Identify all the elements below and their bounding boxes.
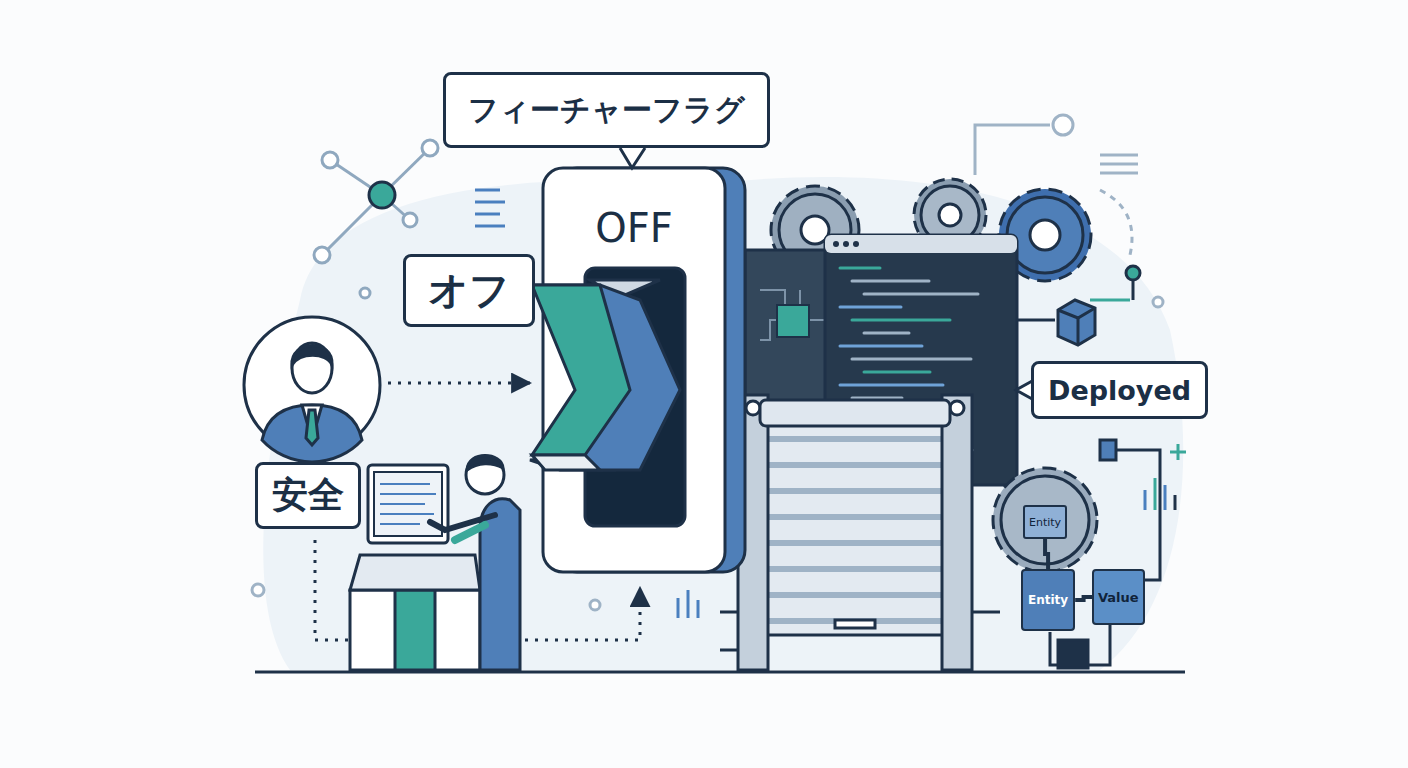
label-box: Entity	[1023, 505, 1067, 539]
code-line	[852, 319, 950, 322]
pipes	[993, 440, 1160, 668]
label-box: オフ	[403, 254, 535, 327]
node-text: OFF	[595, 205, 673, 251]
node-text: オフ	[428, 263, 510, 318]
node-text: Value	[1098, 590, 1139, 605]
user-avatar	[244, 317, 380, 462]
cube-icon	[1018, 266, 1140, 345]
code-line	[864, 332, 909, 335]
ground-line	[255, 671, 1185, 674]
operator	[350, 456, 520, 671]
label-box: Entity	[1021, 569, 1075, 631]
speech-bubble: Deployed	[1031, 361, 1208, 419]
decor-lines	[252, 115, 1163, 610]
switch-panel: OFF	[543, 168, 725, 572]
code-line	[840, 267, 880, 270]
code-line	[840, 345, 922, 348]
node-text: フィーチャーフラグ	[468, 90, 745, 131]
node-text: Entity	[1028, 593, 1068, 607]
text-lines-icon	[475, 190, 505, 226]
code-line	[864, 293, 978, 296]
pipe-connector	[1045, 539, 1048, 569]
code-line	[852, 358, 971, 361]
label-box: 安全	[255, 462, 361, 529]
bubble-tail	[620, 148, 645, 168]
shutter-gate	[720, 395, 1000, 670]
speech-bubble: フィーチャーフラグ	[443, 72, 770, 148]
code-line	[864, 371, 930, 374]
code-line	[840, 384, 943, 387]
node-text: 安全	[272, 471, 344, 520]
label-box: Value	[1092, 569, 1145, 625]
node-text: Entity	[1029, 516, 1061, 529]
node-text: Deployed	[1048, 375, 1191, 406]
pipe-connector	[1075, 597, 1092, 600]
dotted-arrow	[388, 382, 530, 385]
toggle-switch	[530, 168, 745, 572]
code-line	[840, 306, 901, 309]
code-line	[852, 280, 929, 283]
circuit	[760, 290, 830, 340]
